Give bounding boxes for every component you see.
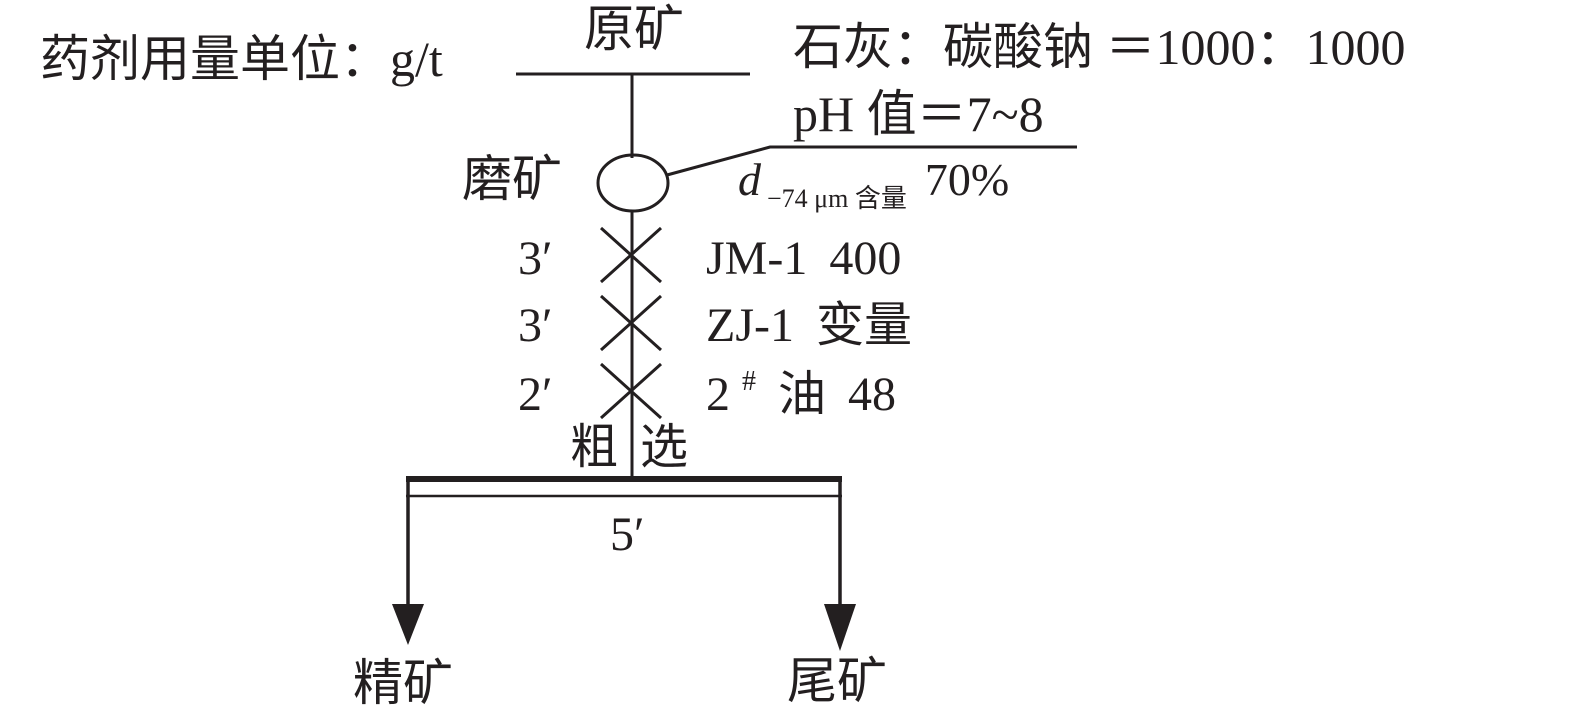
reagent-superscript: # [742, 366, 756, 397]
grind-fineness-value: 70% [925, 154, 1009, 205]
grinding-leader-line [666, 145, 1077, 177]
reagent-step: 2′ 2 # 油 48 [518, 348, 896, 421]
rougher-time: 5′ [610, 508, 645, 561]
reagent-name: ZJ-1 [706, 299, 794, 352]
rougher-label-left: 粗 [570, 421, 618, 474]
reagent-step: 3′ ZJ-1 变量 [518, 294, 912, 352]
tailings-label: 尾矿 [787, 653, 887, 709]
concentrate-label: 精矿 [353, 655, 453, 711]
grind-fineness-subscript: −74 μm 含量 [767, 184, 907, 213]
grinding-mill-symbol [596, 153, 670, 213]
rougher-label-right: 选 [640, 421, 688, 474]
reagent-addition-mark [599, 294, 663, 352]
ph-value: pH 值＝7~8 [793, 86, 1044, 142]
raw-ore-label: 原矿 [584, 1, 684, 57]
unit-note: 药剂用量单位：g/t [40, 31, 443, 87]
reagent-suffix: 油 [778, 368, 826, 421]
grinding-label: 磨矿 [462, 151, 562, 207]
reagent-addition-mark [599, 226, 663, 284]
grind-fineness-symbol: d [738, 154, 762, 205]
reagent-label: ZJ-1 变量 [706, 299, 912, 352]
reagent-time: 2′ [518, 368, 553, 421]
concentrate-arrow [392, 604, 424, 645]
reagent-step: 3′ JM-1 400 [518, 226, 901, 285]
reagent-time: 3′ [518, 299, 553, 352]
lime-sodium-carbonate-ratio: 石灰：碳酸钠 ＝1000：1000 [793, 19, 1406, 75]
reagent-dosage: 400 [829, 232, 901, 285]
grind-fineness: d −74 μm 含量 70% [738, 154, 1009, 213]
reagent-label: JM-1 400 [706, 232, 901, 285]
reagent-dosage: 变量 [816, 299, 912, 352]
reagent-name: JM-1 [706, 232, 807, 285]
reagent-time: 3′ [518, 232, 553, 285]
reagent-name: 2 [706, 368, 730, 421]
reagent-label: 2 # 油 48 [706, 348, 896, 421]
reagent-addition-mark [599, 362, 663, 420]
tailings-arrow [824, 604, 856, 651]
reagent-dosage: 48 [848, 368, 896, 421]
